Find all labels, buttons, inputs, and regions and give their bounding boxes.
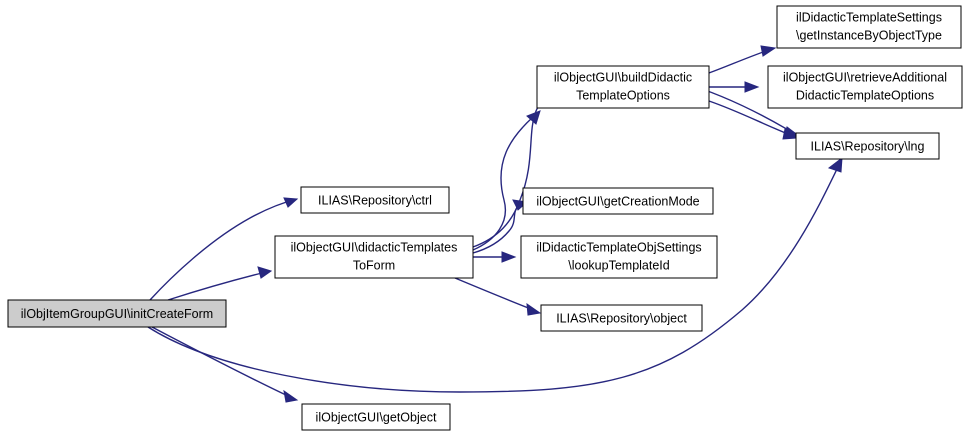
arrowhead-icon <box>257 266 273 279</box>
node-box[interactable] <box>540 304 703 332</box>
graph-node-initCreateForm[interactable]: ilObjItemGroupGUI\initCreateForm <box>7 299 227 328</box>
call-edge <box>709 81 760 93</box>
arrowhead-icon <box>827 156 843 173</box>
arrowhead-icon <box>283 389 299 403</box>
node-box[interactable] <box>274 235 474 279</box>
node-box[interactable] <box>301 403 451 431</box>
graph-node-object[interactable]: ILIAS\Repository\object <box>540 304 703 332</box>
graph-node-lookupTemplateId[interactable]: ilDidacticTemplateObjSettings\lookupTemp… <box>520 235 718 279</box>
node-box[interactable] <box>520 235 718 279</box>
node-box[interactable] <box>522 187 714 215</box>
node-box[interactable] <box>795 132 940 160</box>
node-box[interactable] <box>767 65 963 109</box>
arrowhead-icon <box>744 81 760 93</box>
arrowhead-icon <box>283 197 299 208</box>
graph-node-lng[interactable]: ILIAS\Repository\lng <box>795 132 940 160</box>
edge-line <box>454 277 532 310</box>
call-edge <box>473 251 517 263</box>
edge-line <box>147 166 839 393</box>
arrowhead-icon <box>760 45 777 57</box>
nodes-layer: ilObjItemGroupGUI\initCreateForm ILIAS\Re… <box>7 5 963 431</box>
graph-node-retrieveAdditionalDidacticTemplateOptions[interactable]: ilObjectGUI\retrieveAdditionalDidacticTe… <box>767 65 963 109</box>
call-edge <box>708 100 799 140</box>
graph-node-getInstanceByObjectType[interactable]: ilDidacticTemplateSettings\getInstanceBy… <box>776 5 962 49</box>
arrowhead-icon <box>501 251 517 263</box>
edge-line <box>708 50 767 74</box>
call-edge <box>149 197 299 301</box>
call-edge <box>708 45 777 74</box>
call-edge <box>454 277 542 316</box>
node-box[interactable] <box>776 5 962 49</box>
node-box[interactable] <box>7 299 227 328</box>
call-edge <box>472 199 529 254</box>
node-box[interactable] <box>536 65 710 109</box>
call-edge <box>167 266 273 301</box>
graph-node-getCreationMode[interactable]: ilObjectGUI\getCreationMode <box>522 187 714 215</box>
node-box[interactable] <box>300 186 450 214</box>
edge-line <box>708 100 789 135</box>
graph-node-getObject[interactable]: ilObjectGUI\getObject <box>301 403 451 431</box>
edge-line <box>149 198 298 301</box>
call-edge <box>147 156 843 393</box>
edge-line <box>151 326 289 397</box>
edge-line <box>167 272 263 301</box>
edges-layer <box>147 45 843 403</box>
arrowhead-icon <box>782 128 799 140</box>
arrowhead-icon <box>526 302 542 316</box>
edge-line <box>472 116 534 251</box>
call-edge <box>472 110 541 251</box>
call-edge <box>151 326 299 403</box>
graph-node-ctrl[interactable]: ILIAS\Repository\ctrl <box>300 186 450 214</box>
